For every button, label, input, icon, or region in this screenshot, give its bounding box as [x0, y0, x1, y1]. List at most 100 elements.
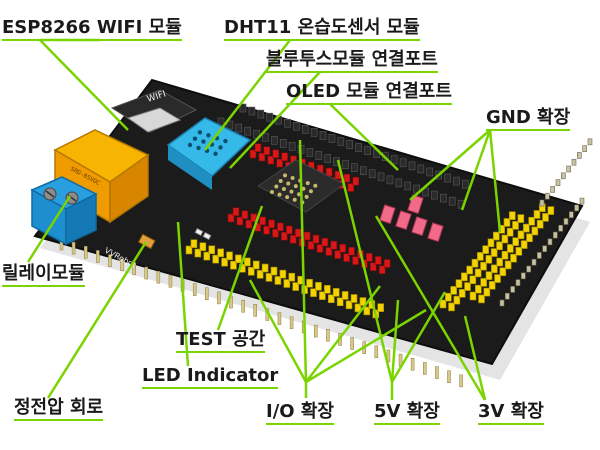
edge-pin	[83, 246, 88, 259]
edge-pin	[410, 358, 415, 371]
gold-pin	[539, 199, 545, 207]
jumper	[395, 210, 412, 231]
jumper	[427, 222, 444, 243]
gold-pin	[587, 138, 593, 146]
red-pin	[254, 143, 262, 152]
red-pin	[263, 146, 271, 156]
yellow-pin	[455, 279, 463, 288]
label-dht11: DHT11 온습도센서 모듈	[224, 18, 420, 41]
red-pin	[268, 219, 275, 229]
dht11-hole	[206, 133, 211, 138]
callout-line	[305, 308, 427, 384]
red-pin	[227, 213, 235, 223]
yellow-pin	[526, 233, 533, 243]
gold-pin	[545, 192, 550, 200]
yellow-pin	[336, 297, 344, 307]
black-pin	[328, 134, 336, 143]
edge-pin	[435, 366, 439, 379]
proto-hole	[285, 195, 290, 200]
red-pin	[374, 256, 382, 265]
yellow-pin	[345, 300, 353, 310]
red-pin	[272, 228, 279, 238]
black-pin	[364, 146, 371, 155]
yellow-pin	[319, 291, 326, 300]
red-pin	[348, 246, 355, 256]
label-led: LED Indicator	[142, 366, 279, 389]
yellow-pin	[185, 245, 193, 255]
yellow-pin	[499, 267, 507, 277]
black-pin	[386, 175, 394, 185]
gold-pin	[571, 158, 577, 166]
jumper-blocks	[379, 194, 444, 243]
red-pin	[343, 173, 351, 183]
red-pin	[352, 176, 360, 186]
black-pin	[417, 164, 425, 174]
gold-pin	[505, 292, 510, 300]
yellow-pin	[475, 284, 482, 294]
esp8266-chip	[126, 107, 182, 133]
proto-hole	[297, 192, 302, 197]
black-pin	[284, 118, 291, 128]
black-pin	[368, 169, 376, 179]
yellow-pin	[517, 230, 525, 240]
proto-hole	[274, 184, 279, 189]
yellow-pin	[458, 289, 466, 298]
callout-line	[409, 129, 491, 201]
black-pin	[279, 139, 287, 148]
yellow-pin	[217, 248, 224, 258]
yellow-pin	[256, 270, 264, 279]
edge-pin	[156, 270, 161, 284]
red-pin	[289, 235, 297, 244]
callout-line	[39, 39, 129, 131]
gold-pin	[577, 152, 582, 159]
yellow-pin	[469, 275, 477, 285]
red-pin	[281, 152, 288, 162]
yellow-pin	[506, 227, 514, 237]
yellow-pin	[194, 248, 202, 258]
red-pin	[232, 207, 240, 216]
proto-hole	[313, 183, 318, 188]
dht11-sensor-side	[168, 145, 212, 190]
black-pin	[244, 126, 251, 136]
yellow-pin	[480, 261, 487, 271]
callout-lines	[26, 38, 502, 401]
black-pin	[390, 155, 398, 165]
label-bluetooth: 블루투스모듈 연결포트	[266, 50, 438, 73]
black-pin	[355, 143, 362, 152]
yellow-pin	[244, 257, 251, 267]
yellow-pin	[199, 242, 207, 252]
yellow-pin	[310, 288, 317, 297]
gold-pin	[537, 252, 542, 259]
edge-pin	[168, 275, 173, 288]
black-pin	[248, 106, 256, 116]
yellow-pin	[203, 251, 211, 261]
yellow-pin	[327, 294, 335, 304]
yellow-pin	[230, 260, 237, 270]
black-pin	[453, 176, 460, 186]
gold-pin	[553, 231, 558, 239]
dht11-hole	[196, 145, 201, 151]
callout-line	[298, 139, 308, 383]
edge-pin	[326, 328, 330, 342]
gold-pin	[547, 238, 553, 246]
red-pin	[263, 225, 270, 235]
dht11-hole	[201, 139, 206, 144]
yellow-pin	[520, 240, 528, 249]
gold-pin	[582, 145, 587, 152]
proto-hole	[308, 189, 313, 194]
edge-pin	[423, 362, 427, 375]
proto-hole	[304, 194, 309, 199]
yellow-pin	[471, 258, 479, 268]
label-5v: 5V 확장	[374, 402, 440, 425]
yellow-pin	[450, 286, 457, 295]
black-pin	[399, 158, 407, 168]
gold-pin	[542, 245, 547, 252]
black-pin	[408, 161, 416, 171]
yellow-pin	[247, 267, 255, 276]
label-esp8266: ESP8266 WIFI 모듈	[2, 18, 182, 41]
yellow-pin	[477, 252, 484, 261]
red-pin	[245, 219, 253, 229]
dht11-hole	[187, 142, 193, 148]
